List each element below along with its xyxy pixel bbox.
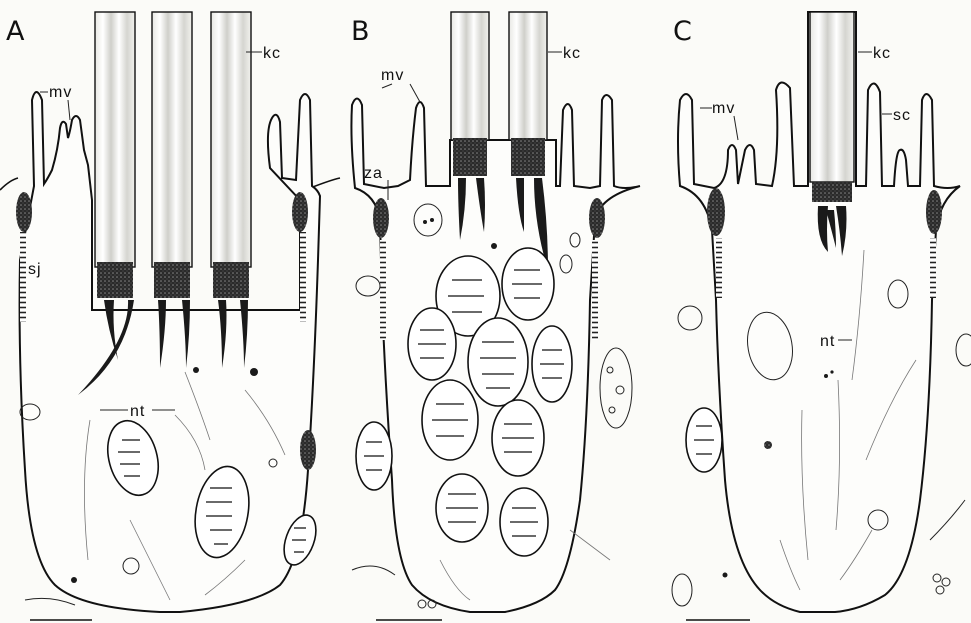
mitochondrion <box>468 318 528 406</box>
vesicle <box>356 276 380 296</box>
leader-line <box>68 100 70 120</box>
label-mv: mv <box>381 67 404 84</box>
label-mv: mv <box>49 84 72 101</box>
basal-body <box>453 138 487 176</box>
label-nt: nt <box>820 333 835 350</box>
basal-body <box>511 138 545 176</box>
leader-line <box>410 84 420 102</box>
granule <box>71 577 77 583</box>
adherens-junction <box>16 192 32 232</box>
granule <box>830 370 833 373</box>
leader-line <box>734 116 738 140</box>
label-kc: kc <box>873 45 891 62</box>
vesicle <box>936 586 944 594</box>
label-kc: kc <box>263 45 281 62</box>
membrane-fragment <box>930 500 965 540</box>
granule <box>193 367 199 373</box>
granule <box>423 220 427 224</box>
kinocilium <box>211 12 251 267</box>
granule <box>430 218 434 222</box>
vesicle <box>607 367 613 373</box>
septate-junction <box>930 238 936 298</box>
granule <box>723 573 728 578</box>
panel-a-letter: A <box>6 16 25 47</box>
adherens-junction <box>373 198 389 238</box>
label-za: za <box>364 165 383 182</box>
basal-body <box>213 262 249 298</box>
mitochondrion <box>532 326 572 402</box>
vesicle <box>418 600 426 608</box>
mitochondrion <box>492 400 544 476</box>
mitochondrion <box>436 474 488 542</box>
panel-a: A <box>0 12 340 620</box>
neighbor-cell-outline <box>0 178 18 190</box>
label-sj: sj <box>28 261 42 278</box>
adherens-junction <box>589 198 605 238</box>
leader-line <box>382 84 392 88</box>
kinocilium <box>152 12 192 267</box>
dense-body <box>764 441 772 449</box>
panel-c: C <box>672 12 971 620</box>
adherens-junction <box>926 190 942 234</box>
basal-body <box>812 182 852 202</box>
septate-junction <box>380 240 386 340</box>
dense-vesicle <box>300 430 316 470</box>
panel-c-letter: C <box>673 16 692 47</box>
septate-junction <box>20 232 26 322</box>
granule <box>250 368 258 376</box>
adherens-junction <box>707 188 725 236</box>
label-mv: mv <box>712 100 735 117</box>
vesicle <box>942 578 950 586</box>
kinocilium <box>95 12 135 267</box>
membrane-fragment <box>352 566 395 575</box>
kinocilium <box>451 12 489 140</box>
vacuole <box>672 574 692 606</box>
mitochondrion <box>502 248 554 320</box>
microtubule <box>570 530 610 560</box>
vesicle <box>933 574 941 582</box>
basal-body <box>154 262 190 298</box>
label-kc: kc <box>563 45 581 62</box>
membrane-fragment <box>25 598 75 605</box>
mitochondrion <box>422 380 478 460</box>
label-nt: nt <box>130 403 145 420</box>
septate-junction <box>592 240 598 340</box>
label-sc: sc <box>893 107 911 124</box>
kinocilium <box>810 12 854 182</box>
mitochondrion-neighbor <box>686 408 722 472</box>
vesicle <box>678 306 702 330</box>
adherens-junction <box>292 192 308 232</box>
kinocilium <box>509 12 547 140</box>
panel-b: B <box>351 12 640 620</box>
septate-junction <box>716 238 722 298</box>
mitochondrion <box>408 308 456 380</box>
basal-body <box>97 262 133 298</box>
granule <box>824 374 828 378</box>
vesicle <box>609 407 615 413</box>
vesicle <box>616 386 624 394</box>
septate-junction <box>300 232 306 322</box>
mitochondrion <box>500 488 548 556</box>
mitochondrion-neighbor <box>356 422 392 490</box>
vesicle <box>956 334 971 366</box>
panel-b-letter: B <box>351 16 370 47</box>
granule <box>491 243 497 249</box>
